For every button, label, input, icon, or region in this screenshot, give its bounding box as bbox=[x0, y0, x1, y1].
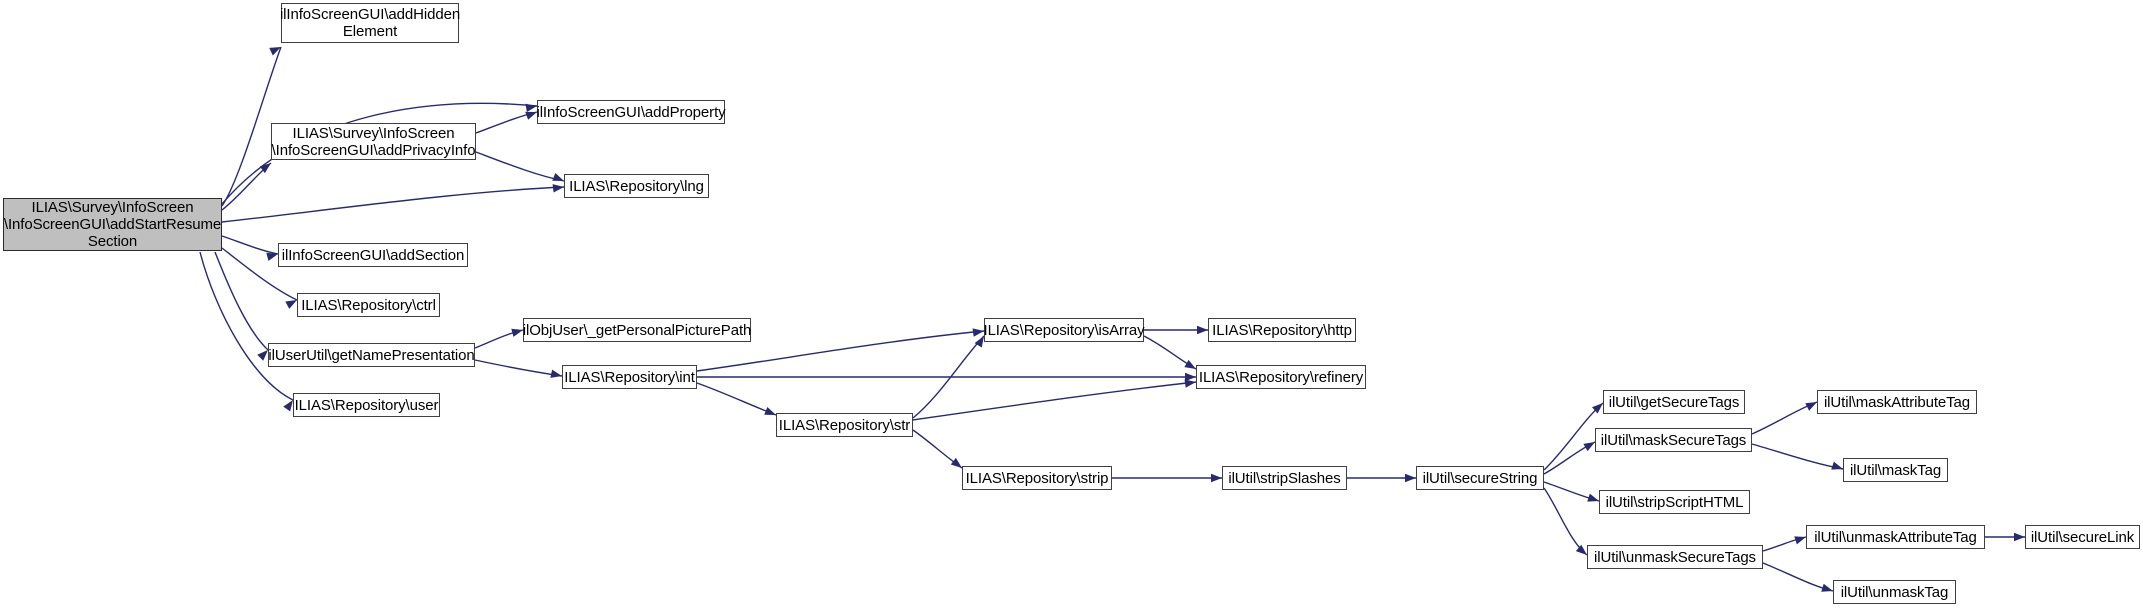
graph-edge-addStartResumeSection-to-addHiddenElement bbox=[221, 46, 282, 207]
graph-node-secureString[interactable]: ilUtil\secureString bbox=[1416, 466, 1544, 490]
graph-edge-getNamePresentation-to-int bbox=[474, 359, 563, 378]
graph-node-label: ILIAS\Repository\int bbox=[564, 368, 695, 386]
graph-node-_getPersonalPicturePath[interactable]: ilObjUser\_getPersonalPicturePath bbox=[523, 318, 751, 342]
graph-edge-isArray-to-refinery bbox=[1143, 335, 1197, 370]
graph-node-label: ILIAS\Repository\ctrl bbox=[301, 296, 436, 314]
graph-edge-str-to-refinery bbox=[912, 379, 1197, 421]
graph-node-lng[interactable]: ILIAS\Repository\lng bbox=[564, 174, 709, 198]
graph-edge-addStartResumeSection-to-addPrivacyInfo bbox=[221, 162, 272, 211]
graph-node-label: ILIAS\Repository\lng bbox=[569, 177, 704, 195]
graph-node-stripSlashes[interactable]: ilUtil\stripSlashes bbox=[1222, 466, 1347, 490]
graph-edge-strip-to-stripSlashes bbox=[1112, 473, 1222, 483]
graph-node-label: ilInfoScreenGUI\addSection bbox=[281, 246, 465, 264]
graph-node-int[interactable]: ILIAS\Repository\int bbox=[562, 365, 697, 389]
graph-node-isArray[interactable]: ILIAS\Repository\isArray bbox=[983, 318, 1145, 342]
graph-node-maskAttributeTag[interactable]: ilUtil\maskAttributeTag bbox=[1817, 390, 1977, 414]
graph-edge-str-to-isArray bbox=[912, 335, 985, 419]
graph-edge-stripSlashes-to-secureString bbox=[1347, 473, 1416, 483]
graph-edge-unmaskSecureTags-to-unmaskAttributeTag bbox=[1762, 536, 1807, 552]
graph-node-label: ILIAS\Repository\isArray bbox=[983, 321, 1145, 339]
graph-edge-int-to-refinery bbox=[697, 372, 1196, 382]
graph-edge-addStartResumeSection-to-addSection bbox=[221, 235, 279, 261]
graph-node-addProperty[interactable]: ilInfoScreenGUI\addProperty bbox=[536, 100, 726, 124]
graph-node-label: ilUtil\getSecureTags bbox=[1608, 393, 1740, 411]
graph-edge-addStartResumeSection-to-lng bbox=[221, 184, 565, 223]
graph-node-stripScriptHTML[interactable]: ilUtil\stripScriptHTML bbox=[1599, 490, 1750, 514]
graph-node-ctrl[interactable]: ILIAS\Repository\ctrl bbox=[297, 293, 440, 317]
graph-node-label: ilUtil\maskSecureTags bbox=[1600, 431, 1747, 449]
graph-edge-maskSecureTags-to-maskAttributeTag bbox=[1751, 401, 1818, 435]
graph-node-label: ILIAS\Survey\InfoScreen \InfoScreenGUI\a… bbox=[3, 199, 222, 250]
graph-node-strip[interactable]: ILIAS\Repository\strip bbox=[962, 466, 1112, 490]
graph-node-addStartResumeSection[interactable]: ILIAS\Survey\InfoScreen \InfoScreenGUI\a… bbox=[3, 198, 222, 251]
graph-node-label: ilUtil\secureLink bbox=[2030, 528, 2135, 546]
graph-node-addSection[interactable]: ilInfoScreenGUI\addSection bbox=[278, 243, 468, 267]
graph-node-getNamePresentation[interactable]: ilUserUtil\getNamePresentation bbox=[268, 343, 475, 367]
graph-node-unmaskAttributeTag[interactable]: ilUtil\unmaskAttributeTag bbox=[1806, 525, 1985, 549]
graph-node-label: ILIAS\Survey\InfoScreen \InfoScreenGUI\a… bbox=[271, 124, 476, 159]
graph-node-getSecureTags[interactable]: ilUtil\getSecureTags bbox=[1603, 390, 1745, 414]
graph-edge-addPrivacyInfo-to-addProperty bbox=[475, 111, 538, 134]
graph-node-addHiddenElement[interactable]: ilInfoScreenGUI\addHidden Element bbox=[279, 3, 461, 43]
graph-node-label: ilInfoScreenGUI\addProperty bbox=[536, 103, 726, 121]
graph-node-label: ILIAS\Repository\user bbox=[294, 396, 439, 414]
graph-edge-unmaskSecureTags-to-unmaskTag bbox=[1762, 562, 1834, 592]
graph-edge-secureString-to-maskSecureTags bbox=[1543, 441, 1596, 475]
graph-edge-addStartResumeSection-to-ctrl bbox=[221, 247, 298, 309]
graph-node-http[interactable]: ILIAS\Repository\http bbox=[1208, 318, 1356, 342]
graph-node-unmaskTag[interactable]: ilUtil\unmaskTag bbox=[1833, 580, 1956, 604]
graph-node-label: ilUtil\maskAttributeTag bbox=[1823, 393, 1971, 411]
graph-node-label: ilUserUtil\getNamePresentation bbox=[268, 346, 475, 364]
graph-node-str[interactable]: ILIAS\Repository\str bbox=[776, 413, 913, 437]
graph-edge-int-to-isArray bbox=[696, 328, 985, 372]
graph-edge-secureString-to-stripScriptHTML bbox=[1543, 481, 1600, 502]
graph-edge-isArray-to-http bbox=[1144, 325, 1208, 335]
graph-node-maskTag[interactable]: ilUtil\maskTag bbox=[1843, 458, 1948, 482]
graph-node-label: ilUtil\stripSlashes bbox=[1228, 469, 1341, 487]
graph-node-refinery[interactable]: ILIAS\Repository\refinery bbox=[1196, 365, 1366, 389]
graph-node-label: ilInfoScreenGUI\addHidden Element bbox=[279, 6, 461, 40]
graph-node-label: ilUtil\unmaskTag bbox=[1840, 583, 1949, 601]
graph-node-user[interactable]: ILIAS\Repository\user bbox=[293, 393, 440, 417]
graph-node-label: ilUtil\unmaskAttributeTag bbox=[1814, 528, 1977, 546]
graph-node-label: ilUtil\stripScriptHTML bbox=[1605, 493, 1744, 511]
graph-edge-getNamePresentation-to-_getPersonalPicturePath bbox=[474, 328, 524, 349]
graph-node-label: ILIAS\Repository\str bbox=[778, 416, 911, 434]
graph-node-label: ILIAS\Repository\http bbox=[1212, 321, 1352, 339]
graph-node-unmaskSecureTags[interactable]: ilUtil\unmaskSecureTags bbox=[1587, 545, 1763, 569]
graph-node-label: ILIAS\Repository\strip bbox=[965, 469, 1109, 487]
graph-node-maskSecureTags[interactable]: ilUtil\maskSecureTags bbox=[1595, 428, 1752, 452]
graph-edge-addPrivacyInfo-to-lng bbox=[475, 151, 565, 182]
graph-node-addPrivacyInfo[interactable]: ILIAS\Survey\InfoScreen \InfoScreenGUI\a… bbox=[271, 123, 476, 160]
graph-edge-maskSecureTags-to-maskTag bbox=[1751, 443, 1844, 470]
graph-node-label: ilObjUser\_getPersonalPicturePath bbox=[522, 321, 752, 339]
graph-edge-secureString-to-getSecureTags bbox=[1543, 402, 1604, 471]
graph-edge-addStartResumeSection-to-getNamePresentation bbox=[214, 251, 269, 361]
graph-node-label: ilUtil\maskTag bbox=[1849, 461, 1942, 479]
graph-node-label: ilUtil\unmaskSecureTags bbox=[1594, 548, 1756, 566]
graph-node-secureLink[interactable]: ilUtil\secureLink bbox=[2025, 525, 2140, 549]
graph-edge-unmaskAttributeTag-to-secureLink bbox=[1985, 532, 2025, 542]
graph-edge-str-to-strip bbox=[912, 429, 963, 469]
graph-edge-int-to-str bbox=[696, 382, 777, 416]
graph-node-label: ilUtil\secureString bbox=[1422, 469, 1538, 487]
graph-node-label: ILIAS\Repository\refinery bbox=[1198, 368, 1364, 386]
graph-edge-addStartResumeSection-to-addProperty bbox=[221, 102, 538, 205]
graph-edge-addStartResumeSection-to-user bbox=[199, 251, 294, 412]
graph-edge-secureString-to-unmaskSecureTags bbox=[1543, 487, 1588, 556]
